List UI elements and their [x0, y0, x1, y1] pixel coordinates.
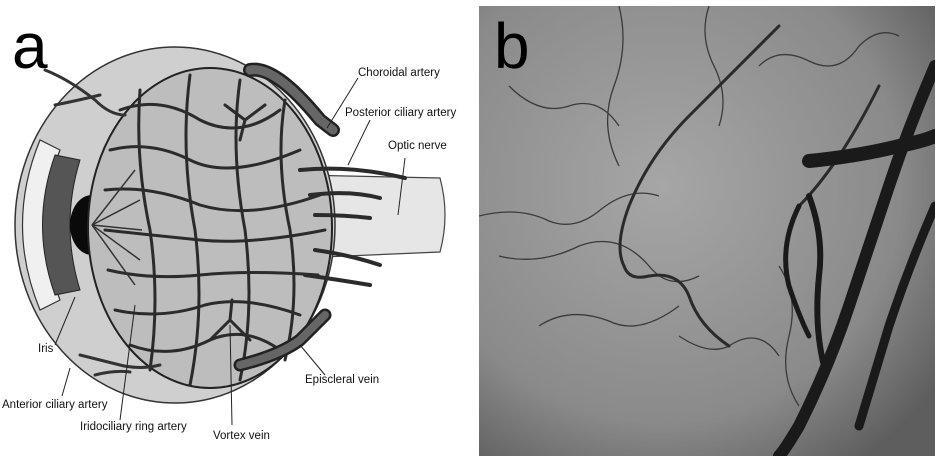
label-choroidal-artery: Choroidal artery — [358, 67, 440, 79]
label-episcleral-vein: Episcleral vein — [305, 374, 379, 386]
panel-label-a: a — [12, 14, 48, 78]
label-iris: Iris — [38, 343, 53, 355]
label-iridociliary-ring-artery: Iridociliary ring artery — [80, 421, 187, 433]
choroidal-angiogram-image — [479, 6, 935, 456]
label-posterior-ciliary-artery: Posterior ciliary artery — [345, 107, 456, 119]
label-optic-nerve: Optic nerve — [388, 140, 447, 152]
label-vortex-vein: Vortex vein — [213, 430, 270, 442]
label-anterior-ciliary-artery: Anterior ciliary artery — [2, 399, 107, 411]
panel-label-b: b — [494, 14, 530, 78]
